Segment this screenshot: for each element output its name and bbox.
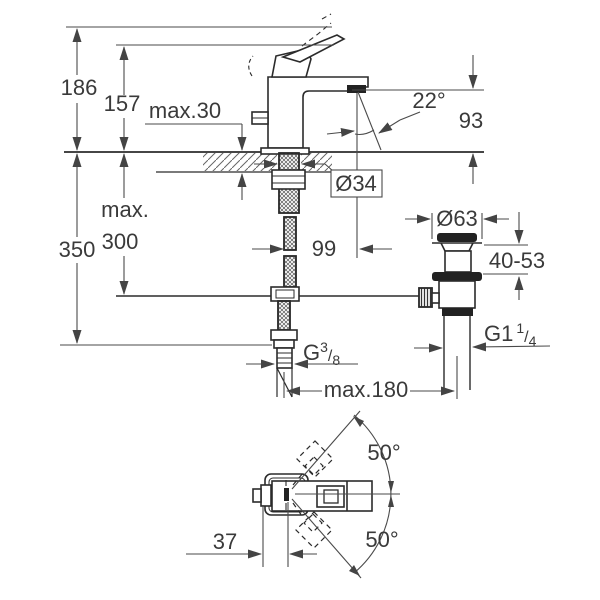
seal-ring (432, 272, 482, 281)
dim-supply-thread: G3/8 (303, 339, 340, 368)
side-view (64, 13, 484, 398)
dim-spout-reach: 99 (312, 236, 336, 261)
lever-arc-dashed (248, 55, 254, 77)
drain-collar (442, 308, 473, 316)
faucet-body (248, 13, 369, 155)
lever-position-upper (292, 440, 334, 486)
drain-assembly (418, 233, 482, 390)
g38-nut (270, 329, 298, 341)
popup-plug (437, 233, 477, 242)
swing-radius-lower (291, 498, 362, 579)
dim-below-max-value: 300 (102, 229, 139, 254)
dim-flange-diameter: Ø63 (436, 206, 478, 231)
dim-spout-height: 93 (459, 108, 483, 133)
dim-center-distance: max.180 (324, 377, 408, 402)
swing-radius-upper (291, 410, 361, 490)
pivot-mark (284, 488, 289, 501)
aerator (347, 85, 366, 93)
dim-swing-upper: 50° (367, 440, 400, 465)
dim-total-height: 186 (61, 75, 98, 100)
top-view (252, 440, 373, 549)
dimensions (60, 26, 551, 399)
dim-body-height: 157 (104, 91, 141, 116)
dim-spout-angle: 22° (412, 88, 445, 113)
dim-drain-range: 40-53 (489, 248, 545, 273)
dim-front-offset: 37 (213, 529, 237, 554)
hose-fitting (270, 286, 300, 398)
aerator-top (316, 485, 345, 508)
mounting-shank (271, 152, 306, 288)
dim-below-max-label: max. (101, 197, 149, 222)
supply-hose-mid (283, 255, 297, 288)
dim-hole-diameter: Ø34 (335, 171, 377, 196)
supply-hose-lower (277, 300, 291, 331)
supply-hose-upper (283, 216, 297, 251)
counter-section (64, 151, 484, 173)
hole-dia-box (330, 169, 383, 198)
top-view-dimensions (186, 410, 400, 579)
lever-position-lower (292, 502, 333, 549)
handle-lever (280, 34, 346, 63)
spout-angle-line (357, 91, 382, 151)
dim-deck-thickness: max.30 (149, 98, 221, 123)
rod-knob-top (260, 484, 272, 507)
dim-below-total: 350 (59, 237, 96, 262)
rod-knob (418, 287, 433, 308)
dim-swing-lower: 50° (365, 527, 398, 552)
